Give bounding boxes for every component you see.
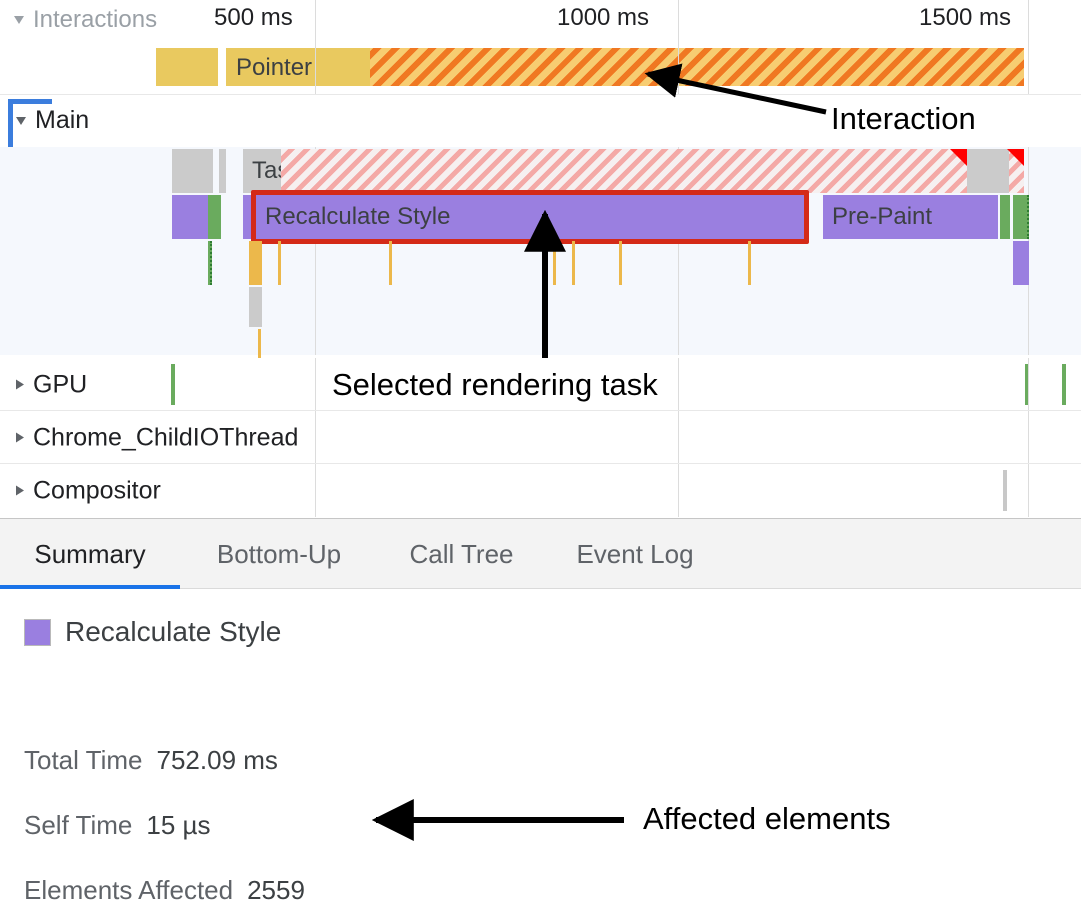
flamechart-block[interactable]: [243, 195, 251, 239]
flamechart-gridline-500: [315, 147, 316, 355]
flamechart-block-label: Pre-Paint: [832, 203, 933, 230]
ruler-tick-1000ms: 1000 ms: [557, 4, 650, 31]
ruler-tick-500ms: 500 ms: [214, 4, 293, 31]
flamechart-block[interactable]: [249, 241, 262, 285]
flamechart-block[interactable]: [1000, 195, 1010, 239]
track-divider: [0, 94, 1081, 95]
flamechart-block[interactable]: [278, 241, 281, 285]
summary-title-label: Recalculate Style: [65, 616, 282, 647]
flamechart-block[interactable]: [389, 241, 392, 285]
interactions-track: 500 ms 1000 ms 1500 ms Interactions Poin…: [0, 0, 1081, 95]
summary-row-self-time: Self Time 15 µs: [24, 810, 211, 841]
flamechart-block[interactable]: [553, 241, 556, 285]
track-divider: [0, 463, 1081, 464]
gpu-event-mark[interactable]: [1025, 364, 1029, 405]
interaction-bar-candidate[interactable]: [370, 48, 1024, 86]
flamechart-block[interactable]: [172, 149, 213, 193]
chevron-right-icon[interactable]: [16, 485, 24, 496]
long-task-warning-triangle-icon: [1007, 149, 1024, 166]
main-track-flamechart[interactable]: Task Recalculate Style Pre-Paint: [0, 147, 1081, 369]
tab-call-tree[interactable]: Call Tree: [378, 519, 545, 589]
annotation-label-selected-rendering-task: Selected rendering task: [332, 367, 658, 402]
annotation-label-affected-elements: Affected elements: [643, 801, 891, 836]
gpu-event-mark[interactable]: [171, 364, 175, 405]
chrome-childiothread-track[interactable]: Chrome_ChildIOThread: [0, 411, 1081, 464]
tab-label: Call Tree: [409, 538, 514, 569]
flamechart-block[interactable]: [1013, 241, 1029, 285]
interactions-track-label: Interactions: [33, 6, 158, 33]
track-gridline: [315, 358, 316, 411]
chevron-right-icon[interactable]: [16, 432, 24, 443]
gpu-track[interactable]: GPU: [0, 358, 1081, 411]
flamechart-block[interactable]: [572, 241, 575, 285]
summary-value: 15 µs: [146, 810, 211, 840]
tab-event-log[interactable]: Event Log: [545, 519, 725, 589]
track-gridline: [1028, 358, 1029, 411]
track-gridline: [678, 464, 679, 517]
summary-key: Elements Affected: [24, 875, 234, 905]
flamechart-block-pre-paint[interactable]: Pre-Paint: [823, 195, 998, 239]
main-track-header[interactable]: Main: [0, 97, 1081, 147]
chevron-down-icon[interactable]: [16, 116, 26, 125]
track-gridline: [678, 411, 679, 464]
long-task-warning-triangle-icon: [950, 149, 967, 166]
summary-row-total-time: Total Time 752.09 ms: [24, 745, 278, 776]
flamechart-block[interactable]: [208, 195, 221, 239]
flamechart-block[interactable]: [172, 195, 208, 239]
flamechart-block[interactable]: [208, 241, 212, 285]
track-divider: [0, 410, 1081, 411]
flamechart-block[interactable]: [544, 241, 547, 285]
summary-value: 2559: [247, 875, 305, 905]
compositor-track[interactable]: Compositor: [0, 464, 1081, 517]
interactions-track-header[interactable]: Interactions: [14, 6, 157, 34]
flamechart-block[interactable]: [1013, 195, 1029, 239]
selected-event-outline: [251, 190, 809, 244]
tab-label: Event Log: [576, 538, 694, 569]
summary-key: Total Time: [24, 745, 143, 775]
interaction-bar-leading[interactable]: [156, 48, 218, 86]
flamechart-gridline-1000: [678, 147, 679, 355]
summary-row-elements-affected: Elements Affected 2559: [24, 875, 305, 906]
ruler-tick-1500ms: 1500 ms: [919, 4, 1012, 31]
track-gridline: [315, 464, 316, 517]
track-selection-bracket-top: [8, 99, 52, 104]
tab-bottom-up[interactable]: Bottom-Up: [180, 519, 378, 589]
ruler-gridline-1000: [678, 0, 679, 95]
interaction-bar-pointer[interactable]: Pointer: [226, 48, 370, 86]
tab-label: Bottom-Up: [216, 538, 342, 569]
tab-summary[interactable]: Summary: [0, 519, 180, 589]
annotation-label-interaction: Interaction: [831, 101, 976, 136]
chevron-right-icon[interactable]: [16, 379, 24, 390]
timeline-ruler: 500 ms 1000 ms 1500 ms: [0, 0, 1081, 37]
track-gridline: [1028, 464, 1029, 517]
track-gridline: [678, 358, 679, 411]
flamechart-block-label: Recalculate Style: [265, 203, 451, 230]
gpu-track-label: GPU: [33, 370, 88, 398]
summary-event-title: Recalculate Style: [24, 616, 281, 648]
summary-value: 752.09 ms: [156, 745, 278, 775]
interaction-bar-label: Pointer: [236, 54, 313, 81]
ruler-gridline-1500: [1028, 0, 1029, 95]
flamechart-block[interactable]: [258, 329, 261, 369]
gpu-event-mark[interactable]: [1062, 364, 1066, 405]
flamechart-block[interactable]: [619, 241, 622, 285]
flamechart-block[interactable]: [748, 241, 751, 285]
main-track-label: Main: [35, 106, 90, 134]
summary-pane: Recalculate Style Total Time 752.09 ms Se…: [0, 590, 1081, 905]
track-gridline: [1028, 411, 1029, 464]
flamechart-block[interactable]: [249, 287, 262, 327]
details-tabbar: Summary Bottom-Up Call Tree Event Log: [0, 519, 1081, 589]
chrome-childiothread-track-label: Chrome_ChildIOThread: [33, 423, 299, 451]
details-drawer: Summary Bottom-Up Call Tree Event Log Re…: [0, 518, 1081, 905]
compositor-track-label: Compositor: [33, 476, 161, 504]
summary-key: Self Time: [24, 810, 133, 840]
chevron-down-icon[interactable]: [14, 16, 24, 24]
ruler-gridline-500: [315, 0, 316, 95]
track-gridline: [315, 411, 316, 464]
long-task-warning-hatch: [281, 149, 967, 193]
compositor-event-mark[interactable]: [1003, 470, 1007, 511]
event-color-swatch: [24, 618, 51, 646]
flamechart-block[interactable]: [219, 149, 226, 193]
tab-label: Summary: [34, 538, 146, 569]
